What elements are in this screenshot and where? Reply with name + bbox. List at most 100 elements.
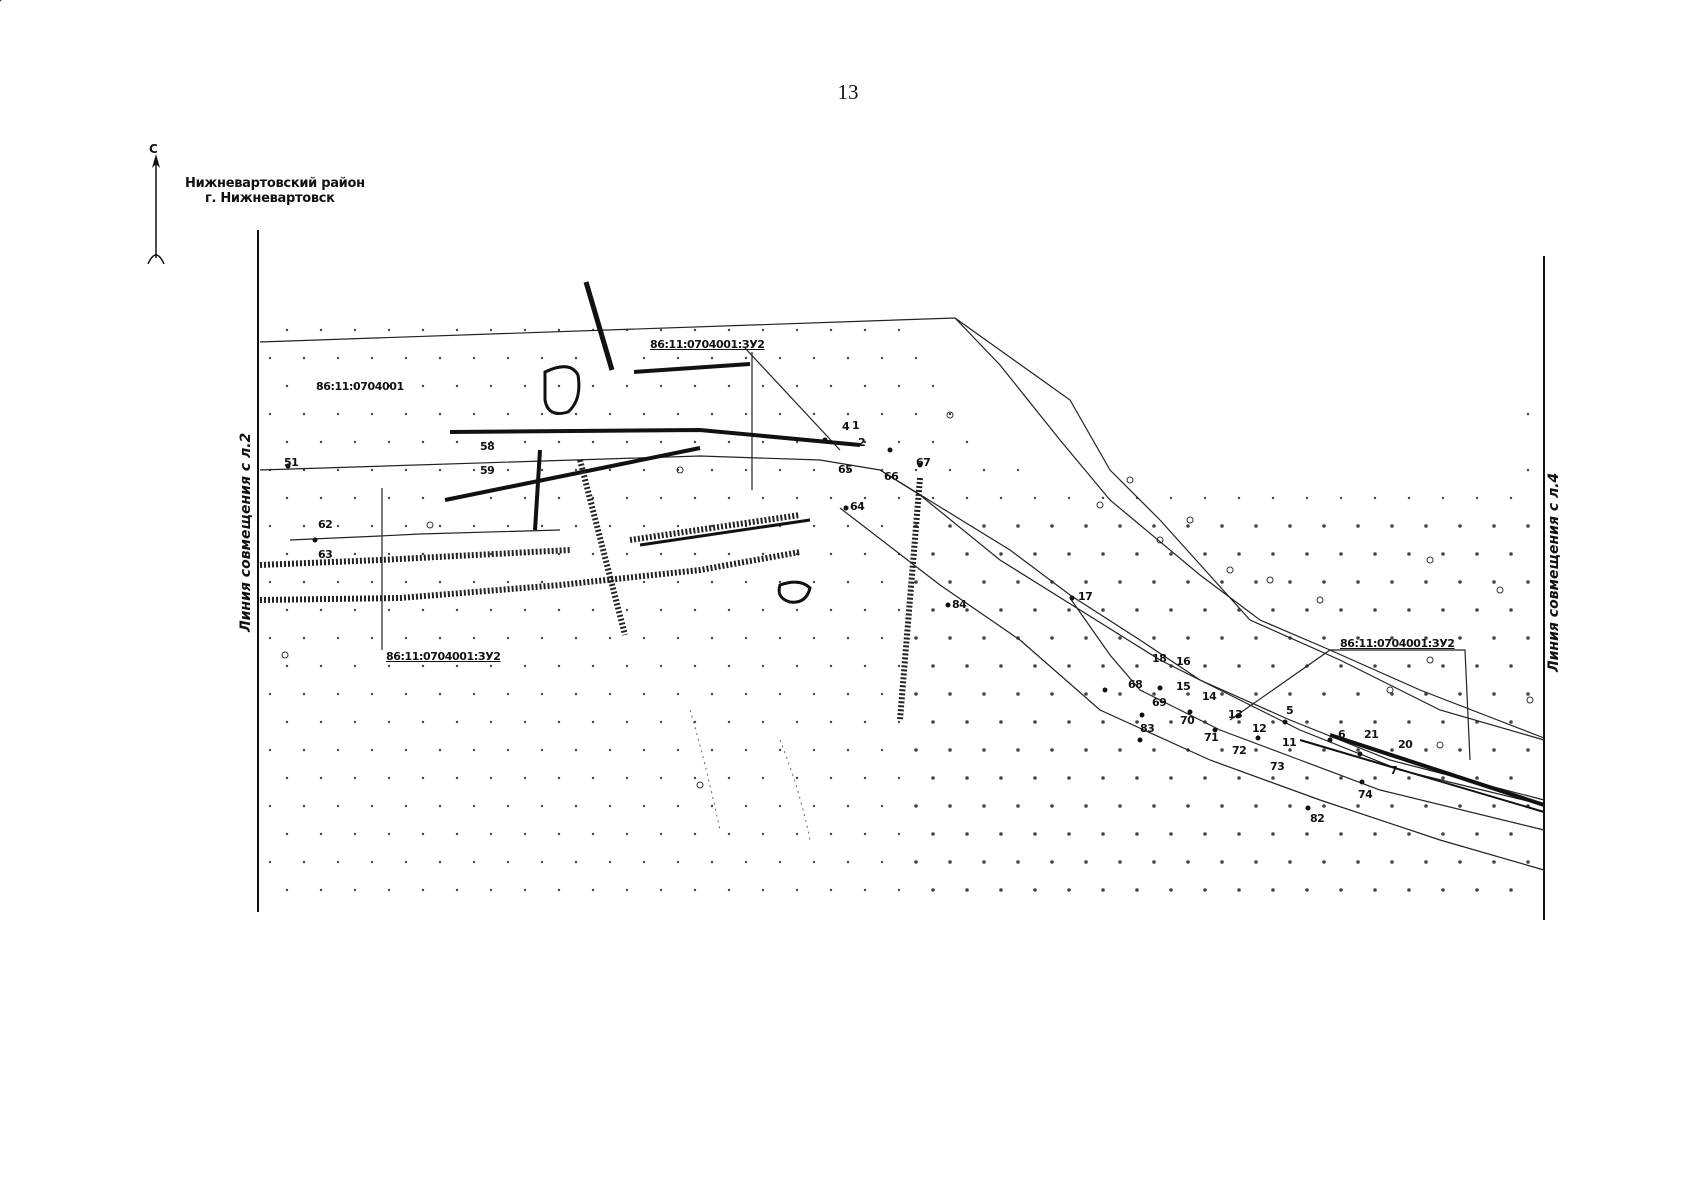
territory-dot (1237, 832, 1241, 836)
territory-dot (846, 468, 850, 472)
territory-dot (574, 748, 578, 752)
territory-dot (744, 580, 748, 584)
territory-dot (319, 552, 323, 556)
territory-dot (625, 440, 629, 444)
parcel-label: 86:11:0704001 (316, 380, 404, 393)
territory-dot (1339, 664, 1343, 668)
territory-dot (421, 888, 425, 892)
territory-dot (1373, 664, 1377, 668)
territory-dot (659, 776, 663, 780)
point-label: 73 (1270, 760, 1285, 773)
territory-dot (1475, 608, 1479, 612)
territory-dot (1101, 888, 1105, 892)
territory-dot (795, 832, 799, 836)
territory-dot (1084, 692, 1088, 696)
territory-dot (659, 888, 663, 892)
territory-dot (285, 440, 289, 444)
territory-dot (795, 776, 799, 780)
territory-dot (404, 356, 408, 360)
territory-dot (285, 664, 289, 668)
point-label: 14 (1202, 690, 1217, 703)
territory-dot (387, 440, 391, 444)
territory-dot (761, 608, 765, 612)
territory-dot (1509, 552, 1513, 556)
territory-dot (1441, 832, 1445, 836)
territory-dot (1407, 496, 1411, 500)
territory-dot (1407, 552, 1411, 556)
territory-dot (693, 496, 697, 500)
territory-dot (370, 860, 374, 864)
point-label: 84 (952, 598, 967, 611)
territory-dot (591, 440, 595, 444)
territory-dot (710, 468, 714, 472)
territory-dot (676, 692, 680, 696)
territory-dot (1322, 580, 1326, 584)
territory-dot (1390, 524, 1394, 528)
territory-dot (438, 468, 442, 472)
territory-dot (557, 328, 561, 332)
territory-dot (1390, 636, 1394, 640)
territory-dot (676, 580, 680, 584)
territory-dot (387, 832, 391, 836)
territory-dot (846, 524, 850, 528)
territory-dot (387, 608, 391, 612)
territory-dot (1492, 692, 1496, 696)
territory-dot (1288, 692, 1292, 696)
territory-dot (897, 496, 901, 500)
territory-dot (404, 692, 408, 696)
territory-dot (1067, 832, 1071, 836)
territory-dot (370, 748, 374, 752)
territory-dot (1492, 524, 1496, 528)
territory-dot (897, 888, 901, 892)
territory-dot (557, 832, 561, 836)
point-label: 65 (838, 463, 853, 476)
region-district: Нижневартовский район (185, 176, 365, 191)
territory-hatch (268, 328, 1530, 892)
point-label: 12 (1252, 722, 1267, 735)
territory-dot (1033, 496, 1037, 500)
territory-dot (829, 328, 833, 332)
territory-dot (1458, 580, 1462, 584)
territory-dot (659, 552, 663, 556)
territory-dot (438, 356, 442, 360)
territory-dot (591, 720, 595, 724)
territory-dot (1339, 832, 1343, 836)
territory-dot (1271, 888, 1275, 892)
territory-dot (1050, 748, 1054, 752)
point-label: 16 (1176, 655, 1191, 668)
territory-dot (965, 496, 969, 500)
territory-dot (557, 496, 561, 500)
territory-dot (421, 664, 425, 668)
territory-dot (642, 804, 646, 808)
territory-dot (540, 692, 544, 696)
territory-dot (1356, 692, 1360, 696)
territory-dot (1101, 608, 1105, 612)
territory-dot (1271, 496, 1275, 500)
territory-dot (1203, 776, 1207, 780)
territory-dot (1254, 692, 1258, 696)
territory-dot (540, 636, 544, 640)
territory-dot (829, 496, 833, 500)
territory-dot (285, 832, 289, 836)
territory-dot (1526, 692, 1530, 696)
territory-dot (574, 860, 578, 864)
territory-dot (829, 720, 833, 724)
territory-dot (1152, 580, 1156, 584)
territory-dot (1271, 832, 1275, 836)
territory-dot (693, 832, 697, 836)
territory-dot (591, 552, 595, 556)
territory-dot (1390, 804, 1394, 808)
point-label: 68 (1128, 678, 1143, 691)
territory-dot (1373, 832, 1377, 836)
territory-dot (1186, 804, 1190, 808)
territory-dot (1050, 524, 1054, 528)
territory-dot (982, 524, 986, 528)
territory-dot (523, 384, 527, 388)
territory-dot (336, 692, 340, 696)
territory-dot (1441, 664, 1445, 668)
territory-dot (472, 524, 476, 528)
territory-dot (591, 384, 595, 388)
territory-dot (1339, 720, 1343, 724)
territory-dot (693, 328, 697, 332)
